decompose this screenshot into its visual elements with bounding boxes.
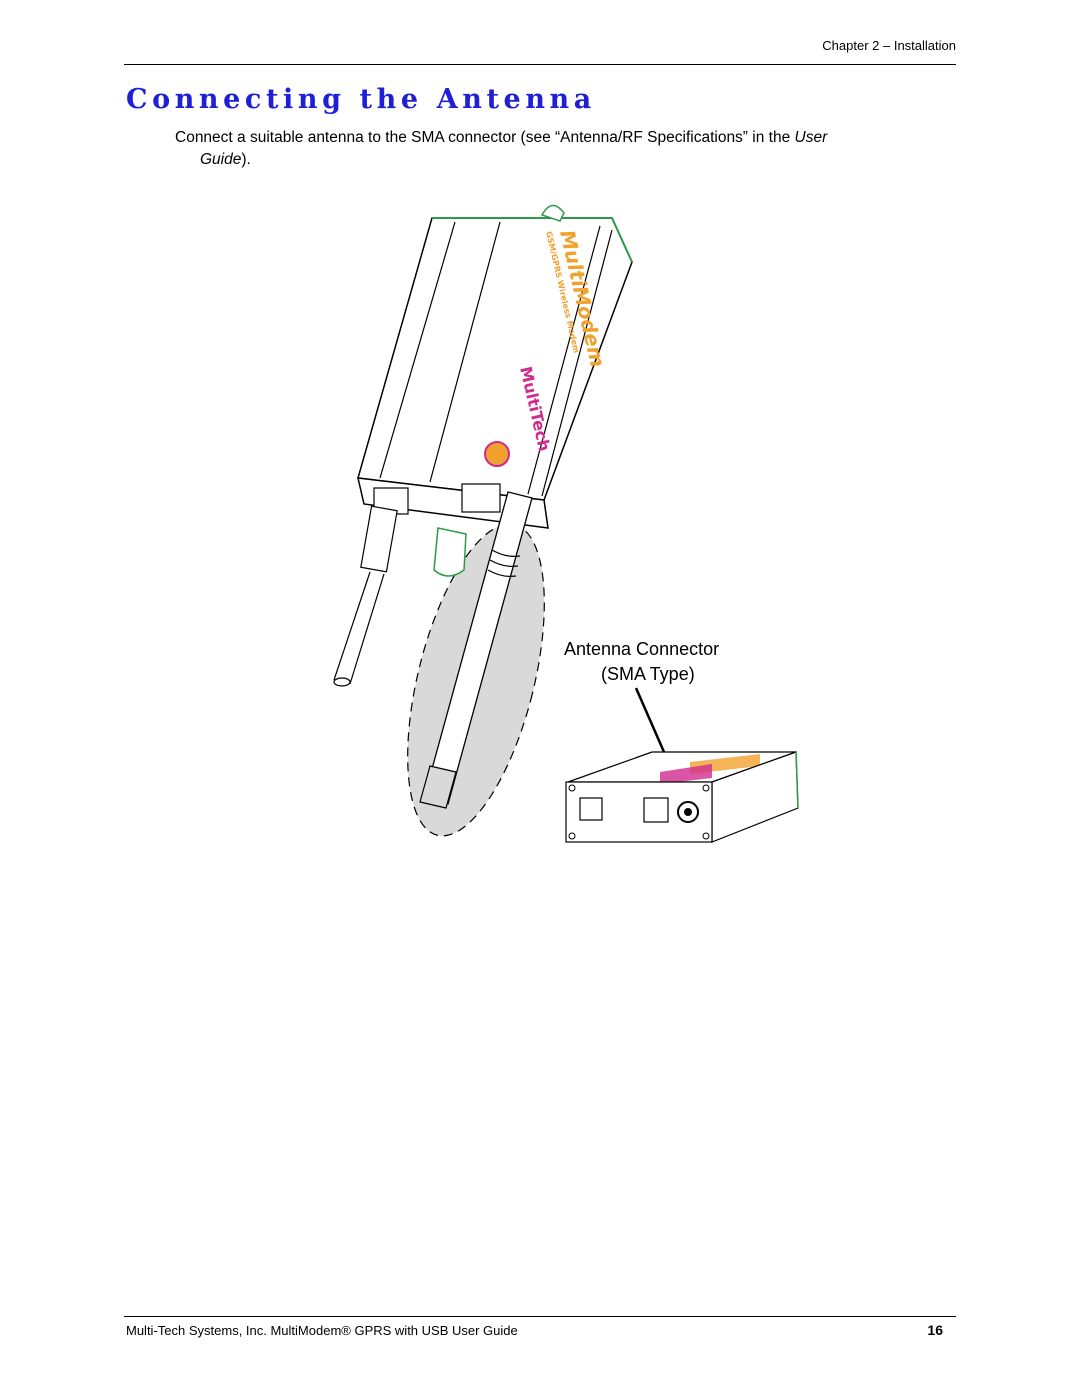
callout-label-line2: (SMA Type): [601, 664, 695, 684]
maker-logo: [484, 441, 510, 467]
usb-plug: [360, 505, 398, 573]
modem-illustration: MultiModem GSM/GPRS Wireless Modem Multi…: [333, 204, 799, 843]
header-rule: [124, 64, 956, 65]
body-italic-user: User: [794, 129, 828, 146]
body-italic-guide: Guide: [200, 151, 242, 168]
small-rj-port: [643, 797, 669, 823]
callout-label-line1: Antenna Connector: [564, 639, 720, 659]
rj-port: [461, 483, 501, 513]
running-head: Chapter 2 – Installation: [822, 38, 956, 53]
body-text-end: ).: [241, 151, 251, 168]
body-paragraph: Connect a suitable antenna to the SMA co…: [175, 127, 936, 171]
footer-text: Multi-Tech Systems, Inc. MultiModem® GPR…: [126, 1323, 518, 1338]
section-title: Connecting the Antenna: [126, 84, 596, 115]
body-text-start: Connect a suitable antenna to the SMA co…: [175, 129, 795, 146]
antenna-tip: [419, 765, 457, 809]
footer-rule: [124, 1316, 956, 1317]
modem-green-edge: [432, 217, 633, 263]
small-usb-port: [579, 797, 603, 821]
page-number: 16: [927, 1322, 943, 1338]
antenna-rod: [423, 491, 533, 805]
